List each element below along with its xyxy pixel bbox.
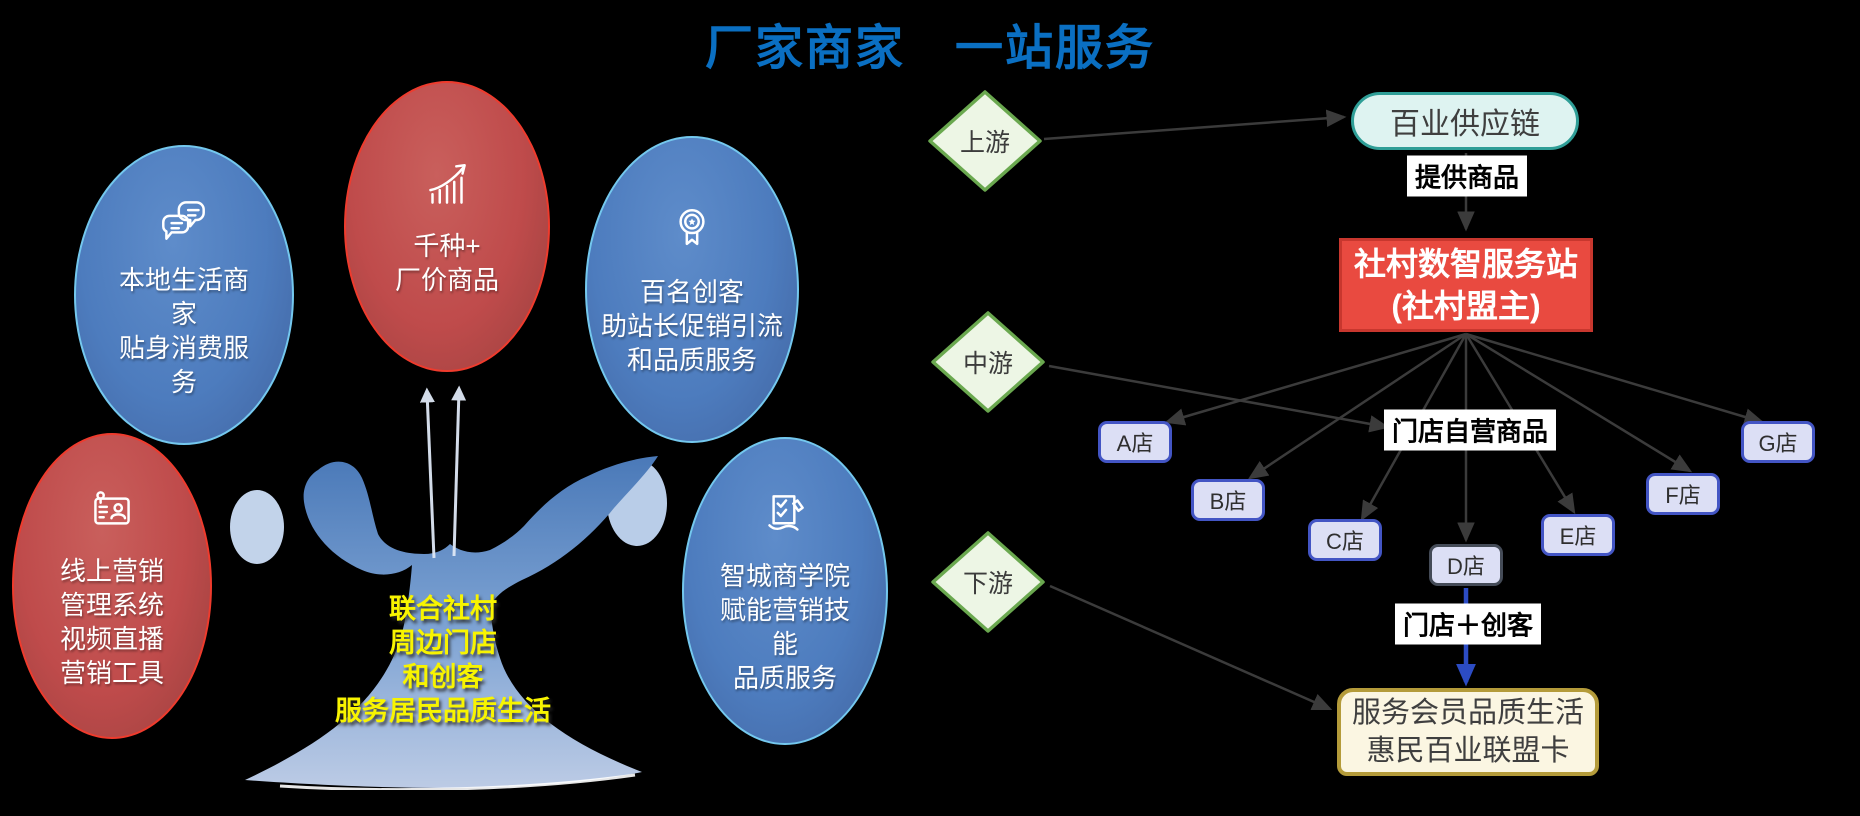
bubble-text-line: 厂价商品 (394, 264, 499, 295)
tree-ground-line (279, 773, 636, 790)
store-node-f: F店 (1646, 473, 1720, 515)
benefit-line: 惠民百业联盟卡 (1366, 735, 1570, 767)
bubble-factory-goods: 千种+ 厂价商品 (344, 81, 550, 372)
tree-slogan-line: 联合社村 (389, 594, 497, 624)
tree-leaf-dot-left (230, 490, 284, 564)
tree-leaf-dot-right (607, 460, 667, 546)
self-goods-label: 门店自营商品 (1383, 409, 1557, 451)
bubble-text-line: 百名创客 (639, 276, 744, 307)
arrow-hub-to-store-b (1247, 332, 1467, 480)
checklist-pen-icon (768, 495, 804, 531)
hub-subtitle: (社村盟主) (1391, 288, 1541, 324)
bubble-text-line: 品质服务 (732, 663, 837, 693)
diamond-shape (931, 311, 1045, 413)
diamond-label: 下游 (962, 570, 1013, 598)
store-node-g: G店 (1741, 421, 1815, 463)
tree-slogan-line: 周边门店 (389, 628, 497, 658)
arrow-tree-up-left (419, 387, 436, 559)
bubble-text-line: 贴身消费服务 (118, 333, 249, 397)
bubble-online-marketing: 线上营销 管理系统 视频直播 营销工具 (12, 433, 212, 739)
store-node-c: C店 (1308, 519, 1382, 561)
supply-chain-node: 百业供应链 (1351, 92, 1579, 150)
diamond-shape (928, 90, 1042, 192)
store-node-b: B店 (1191, 479, 1265, 521)
chat-bubbles-icon (162, 201, 205, 240)
hub-node: 社村数智服务站 (社村盟主) (1339, 238, 1593, 332)
tree-slogan: 联合社村 周边门店 和创客 服务居民品质生活 (335, 592, 551, 728)
bubble-text-line: 和品质服务 (626, 344, 757, 375)
bubble-makers: 百名创客 助站长促销引流 和品质服务 (585, 136, 799, 443)
arrow-tree-up-right (451, 385, 467, 557)
tree-slogan-line: 和创客 (402, 662, 484, 692)
growth-chart-icon (429, 163, 466, 204)
diamond-label: 上游 (959, 129, 1010, 157)
bubble-text-line: 千种+ (413, 230, 481, 261)
bubble-text: 智城商学院 赋能营销技能 品质服务 (711, 559, 859, 695)
provide-goods-label: 提供商品 (1406, 155, 1528, 197)
bubble-text-line: 营销工具 (59, 658, 164, 688)
bubble-text-line: 线上营销 (59, 556, 164, 586)
medal-icon (679, 208, 705, 245)
bubble-text-line: 管理系统 (59, 590, 164, 620)
store-node-e: E店 (1541, 514, 1615, 556)
arrow-midstream-to-label (1048, 364, 1390, 433)
bubble-text-line: 赋能营销技能 (719, 595, 850, 659)
bubble-text-line: 本地生活商家 (118, 265, 249, 329)
bubble-text-line: 助站长促销引流 (600, 310, 783, 341)
hub-title: 社村数智服务站 (1353, 246, 1578, 282)
store-node-a: A店 (1098, 421, 1172, 463)
benefit-node: 服务会员品质生活 惠民百业联盟卡 (1337, 688, 1599, 776)
tree-slogan-line: 服务居民品质生活 (335, 696, 551, 726)
diamond-label: 中游 (962, 350, 1013, 378)
bubble-text: 线上营销 管理系统 视频直播 营销工具 (60, 554, 164, 690)
benefit-line: 服务会员品质生活 (1351, 697, 1584, 729)
diamond-midstream: 中游 (930, 310, 1046, 414)
store-node-d: D店 (1429, 544, 1503, 586)
arrow-upstream-to-supply (1043, 109, 1347, 141)
bubble-text-line: 智城商学院 (719, 561, 850, 591)
bubble-academy: 智城商学院 赋能营销技能 品质服务 (682, 437, 888, 745)
id-badge-icon (94, 491, 130, 525)
diamond-shape (931, 531, 1045, 633)
diamond-downstream: 下游 (930, 530, 1046, 634)
arrow-downstream-to-benefit (1049, 584, 1333, 711)
bubble-text-line: 视频直播 (59, 624, 164, 654)
store-maker-label: 门店＋创客 (1394, 603, 1542, 645)
bubble-text: 本地生活商家 贴身消费服务 (110, 263, 258, 399)
bubble-text: 千种+ 厂价商品 (395, 229, 499, 297)
bubble-text: 百名创客 助站长促销引流 和品质服务 (601, 275, 783, 377)
page-title: 厂家商家 一站服务 (704, 22, 1155, 75)
bubble-local-life: 本地生活商家 贴身消费服务 (74, 145, 294, 445)
diamond-upstream: 上游 (927, 89, 1043, 193)
